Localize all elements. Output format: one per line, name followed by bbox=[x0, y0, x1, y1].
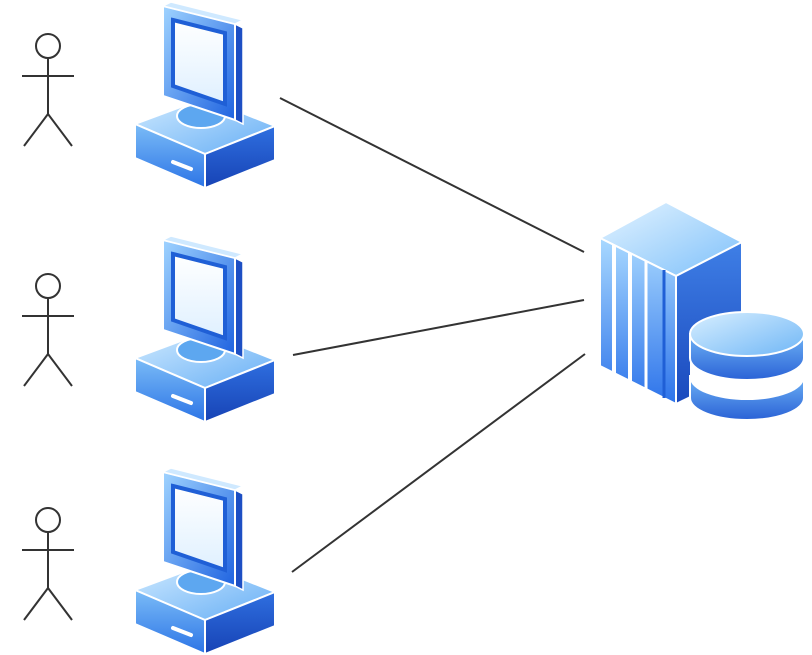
connections bbox=[279, 97, 586, 573]
client-3 bbox=[21, 466, 277, 655]
desktop-computer-icon bbox=[133, 466, 277, 655]
server bbox=[597, 200, 805, 421]
desktop-computer-icon bbox=[133, 0, 277, 190]
user-icon bbox=[21, 507, 75, 621]
connection-line-2 bbox=[292, 299, 585, 356]
user-icon bbox=[21, 33, 75, 147]
desktop-computer-icon bbox=[133, 234, 277, 424]
connection-line-1 bbox=[279, 97, 585, 253]
database-cylinder-icon bbox=[689, 311, 805, 421]
client-1 bbox=[21, 0, 277, 190]
client-2 bbox=[21, 234, 277, 424]
connection-line-3 bbox=[291, 353, 586, 573]
user-icon bbox=[21, 273, 75, 387]
